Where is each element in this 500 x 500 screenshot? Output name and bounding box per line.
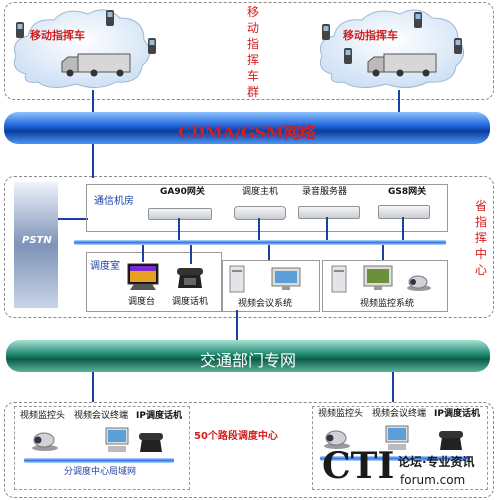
ga90-gateway-device (148, 208, 212, 220)
cdma-gsm-label: CDMA/GSM网络 (178, 123, 316, 142)
vehicle-group-label: 移动指 挥车群 (246, 5, 259, 99)
left-cloud (13, 9, 150, 88)
right-phone-icon (322, 24, 330, 40)
link-transport-right (392, 372, 394, 402)
watermark-forum-text: 论坛·专业资讯 (398, 455, 475, 469)
left-ip-phone-icon (139, 433, 163, 452)
right-cloud-label: 移动指挥车 (343, 29, 398, 42)
link-ga90 (178, 218, 180, 240)
left-conf-terminal-icon (105, 427, 129, 452)
left-phone-icon-3 (148, 38, 156, 54)
dispatch-host-device (234, 206, 286, 220)
link-cdma-center (92, 144, 94, 178)
comm-room-label: 通信机房 (94, 196, 134, 207)
left-camera-icon (32, 432, 58, 451)
right-sub-lan-bar (320, 456, 470, 461)
right-item-ipphone-label: IP调度话机 (434, 409, 480, 419)
video-conf-monitor-icon (271, 267, 301, 290)
right-camera-icon (324, 430, 350, 449)
left-sub-center-box (14, 406, 190, 490)
left-item-camera-label: 视频监控头 (20, 411, 66, 421)
right-item-camera-label: 视频监控头 (318, 409, 364, 419)
sub-center-lan-label: 分调度中心局域网 (64, 467, 137, 477)
comm-room-box (86, 184, 448, 232)
pstn-cloud (14, 182, 58, 308)
dispatch-phone-label: 调度话机 (172, 297, 209, 307)
right-phone-icon-2 (344, 48, 352, 64)
video-conf-server-icon (229, 265, 245, 293)
link-center-transport (236, 310, 238, 342)
regional-centers-box (4, 402, 494, 498)
right-conf-terminal-icon (385, 425, 409, 450)
dispatch-console-label: 调度台 (128, 297, 156, 307)
link-dispatch-host (258, 218, 260, 240)
left-sub-lan-bar (24, 458, 174, 463)
video-monitor-box (322, 260, 448, 312)
command-center-label: 省指挥 中心 (474, 199, 487, 277)
right-truck-icon (367, 53, 437, 77)
transport-dedicated-network: 交通部门专网 (6, 340, 490, 372)
device-label-dispatch-host: 调度主机 (242, 187, 279, 197)
left-item-conf-label: 视频会议终端 (74, 411, 129, 421)
link-dispatch-phone (190, 245, 192, 264)
right-phone-icon-3 (414, 12, 422, 28)
left-item-ipphone-label: IP调度话机 (136, 411, 182, 421)
watermark-domain: forum.com (400, 473, 466, 487)
left-truck-icon (61, 53, 131, 77)
recording-server-device (298, 206, 360, 219)
link-right-cloud (398, 90, 400, 112)
dispatch-room-label: 调度室 (90, 261, 120, 272)
cdma-gsm-network: CDMA/GSM网络 (4, 112, 490, 144)
left-phone-icon-2 (106, 10, 114, 26)
link-video-conf (268, 245, 270, 260)
link-pstn-comm-room (58, 218, 88, 220)
center-lan-bar (74, 240, 446, 245)
video-camera-icon (407, 275, 431, 291)
pstn-label: PSTN (22, 235, 52, 246)
link-dispatch-console (142, 245, 144, 262)
video-conf-box (222, 260, 320, 312)
video-monitor-label: 视频监控系统 (360, 299, 415, 309)
dispatch-console-icon (127, 263, 159, 290)
dispatch-phone-icon (177, 268, 203, 288)
right-item-conf-label: 视频会议终端 (372, 409, 427, 419)
video-monitor-screen-icon (363, 265, 393, 290)
transport-network-label: 交通部门专网 (199, 351, 296, 370)
right-cloud (319, 9, 464, 88)
device-label-recording-server: 录音服务器 (302, 187, 348, 197)
link-video-monitor (382, 245, 384, 260)
left-cloud-label: 移动指挥车 (30, 29, 85, 42)
link-transport-left (92, 372, 94, 402)
command-center-box (4, 176, 494, 318)
link-gs8 (402, 217, 404, 240)
watermark-cti: CTI (322, 445, 395, 487)
link-recording (326, 217, 328, 240)
left-phone-icon (16, 22, 24, 38)
right-ip-phone-icon (439, 431, 463, 450)
video-conf-label: 视频会议系统 (238, 299, 293, 309)
right-phone-icon-4 (454, 38, 462, 54)
vehicle-group-box (4, 2, 494, 100)
regional-centers-title: 50个路段调度中心 (194, 431, 278, 442)
right-sub-center-box (312, 406, 488, 490)
video-monitor-server-icon (331, 265, 347, 293)
dispatch-room-box (86, 252, 222, 312)
device-label-ga90: GA90网关 (160, 187, 205, 197)
link-left-cloud (92, 90, 94, 112)
gs8-gateway-device (378, 205, 430, 219)
device-label-gs8: GS8网关 (388, 187, 427, 197)
